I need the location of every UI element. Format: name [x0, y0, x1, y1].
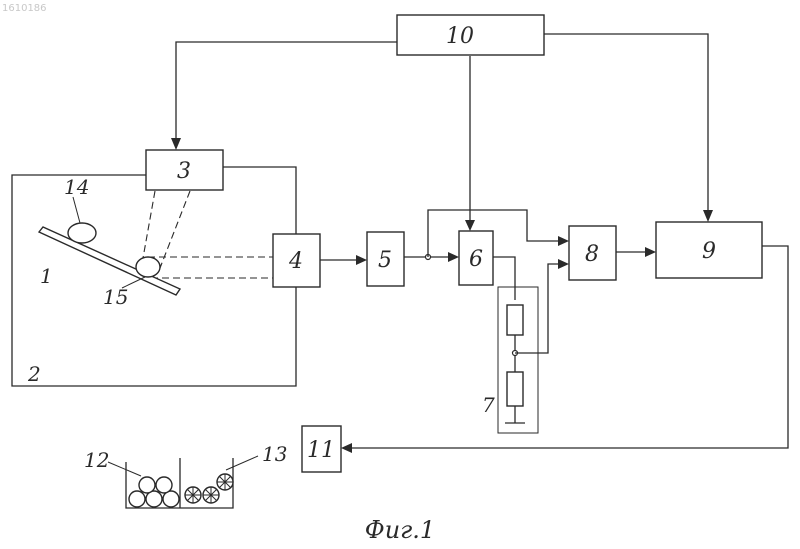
watermark: 1610186 [2, 3, 47, 14]
arrow-into-8-bottom [558, 259, 569, 269]
label-13: 13 [262, 442, 287, 466]
line-10-to-3 [176, 42, 397, 140]
resistor-upper [507, 305, 523, 335]
line-6-to-7 [493, 257, 515, 300]
line-10-to-9 [544, 34, 708, 212]
label-1: 1 [40, 264, 53, 288]
arrow-into-5 [356, 255, 367, 265]
object-14 [68, 223, 96, 243]
leader-12 [108, 462, 141, 476]
resistor-lower [507, 372, 523, 406]
arrow-into-11 [341, 443, 352, 453]
block-9-label: 9 [702, 239, 716, 264]
arrow-into-3 [171, 138, 181, 150]
arrow-into-8-top [558, 236, 569, 246]
label-7: 7 [482, 393, 495, 417]
label-12: 12 [84, 448, 109, 472]
line-branch-to-8 [428, 210, 560, 257]
label-2: 2 [27, 362, 41, 386]
arrow-into-6-side [448, 252, 459, 262]
block-5-label: 5 [378, 248, 392, 273]
leader-14 [73, 197, 80, 223]
label-14: 14 [64, 175, 89, 199]
good-items-12 [129, 477, 179, 507]
arrow-into-9 [703, 210, 713, 222]
block-10-label: 10 [446, 24, 474, 49]
block-8-label: 8 [585, 242, 599, 267]
block-6-label: 6 [469, 247, 483, 272]
beam-left [143, 191, 155, 258]
block-4-label: 4 [288, 249, 303, 274]
object-15 [136, 257, 160, 277]
defective-items-13 [185, 474, 233, 503]
enclosure-2-outline-right [223, 167, 296, 234]
figure-caption: Фиг.1 [365, 516, 435, 544]
block-11-label: 11 [307, 438, 335, 463]
arrow-into-9-side [645, 247, 656, 257]
arrow-into-6 [465, 220, 475, 231]
label-15: 15 [103, 285, 128, 309]
block-3-label: 3 [177, 159, 191, 184]
leader-13 [226, 456, 258, 470]
